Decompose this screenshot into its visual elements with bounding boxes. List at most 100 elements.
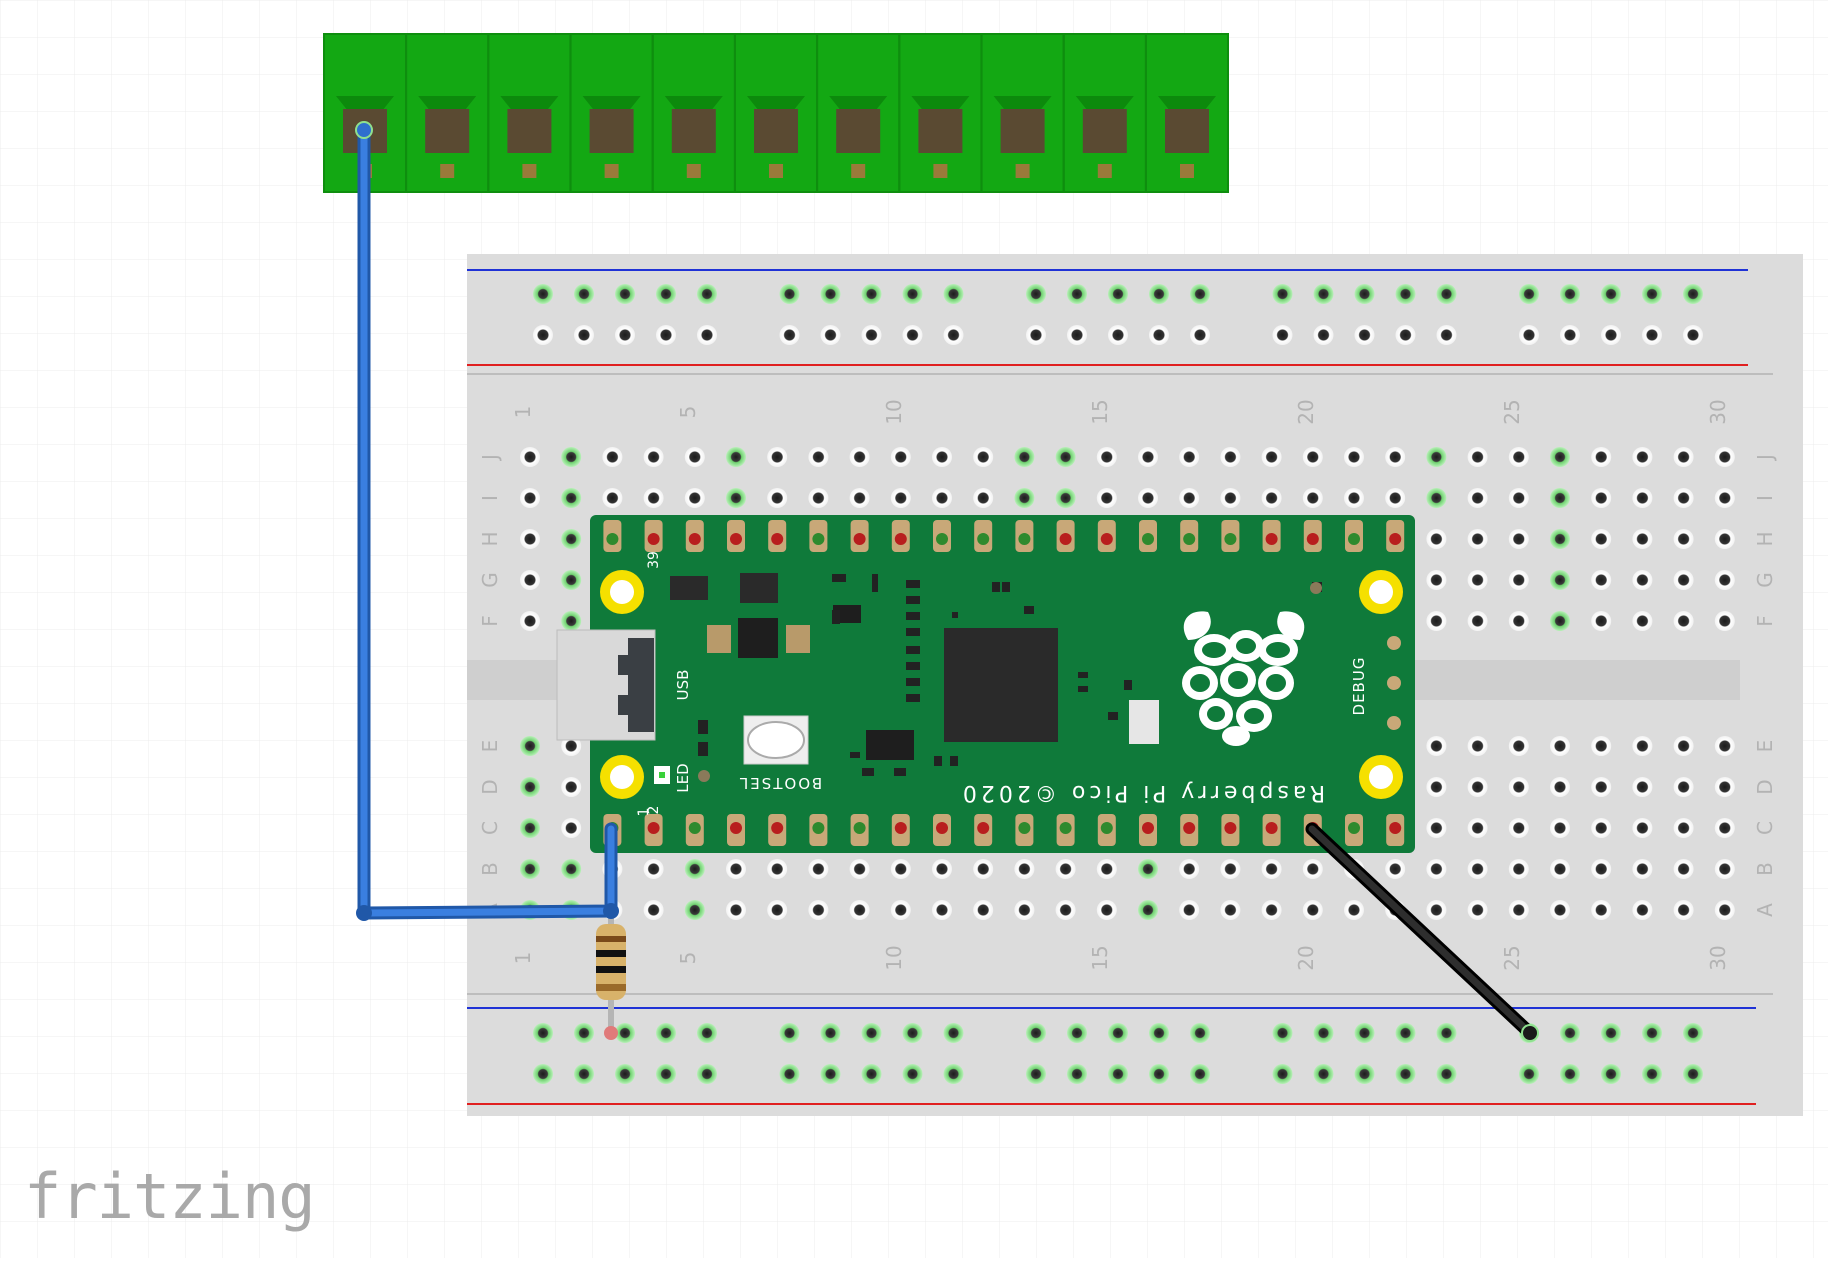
breadboard-hole[interactable] xyxy=(1385,488,1406,508)
breadboard-hole[interactable] xyxy=(849,447,870,467)
breadboard-hole[interactable] xyxy=(1138,900,1158,920)
breadboard-hole[interactable] xyxy=(1714,818,1735,838)
breadboard-hole[interactable] xyxy=(1714,529,1735,549)
rail-hole[interactable] xyxy=(533,1064,553,1084)
breadboard-hole[interactable] xyxy=(1261,859,1282,879)
breadboard-hole[interactable] xyxy=(932,900,952,920)
rail-hole[interactable] xyxy=(902,1023,923,1043)
rail-hole[interactable] xyxy=(1313,1064,1334,1084)
rail-hole[interactable] xyxy=(697,284,717,304)
terminal-screw[interactable] xyxy=(589,109,634,153)
breadboard-hole[interactable] xyxy=(1508,777,1529,797)
rail-hole[interactable] xyxy=(1436,1023,1457,1043)
rail-hole[interactable] xyxy=(1149,1023,1169,1043)
breadboard-hole[interactable] xyxy=(520,570,540,590)
breadboard-hole[interactable] xyxy=(1220,488,1241,508)
breadboard-hole[interactable] xyxy=(1467,736,1488,756)
rail-hole[interactable] xyxy=(1683,1064,1703,1084)
breadboard-hole[interactable] xyxy=(1138,488,1158,508)
breadboard-hole[interactable] xyxy=(1426,818,1447,838)
terminal-screw[interactable] xyxy=(918,109,963,153)
breadboard-hole[interactable] xyxy=(1632,529,1653,549)
breadboard-hole[interactable] xyxy=(1426,736,1447,756)
breadboard-hole[interactable] xyxy=(1632,488,1653,508)
breadboard-hole[interactable] xyxy=(1302,900,1323,920)
breadboard-hole[interactable] xyxy=(1344,447,1364,467)
rail-hole[interactable] xyxy=(779,325,800,345)
breadboard-hole[interactable] xyxy=(808,488,829,508)
rail-hole[interactable] xyxy=(615,1023,635,1043)
breadboard-hole[interactable] xyxy=(726,447,746,467)
breadboard-hole[interactable] xyxy=(1550,611,1570,631)
rail-hole[interactable] xyxy=(533,284,553,304)
breadboard-hole[interactable] xyxy=(1426,488,1447,508)
rail-hole[interactable] xyxy=(1436,1064,1457,1084)
breadboard-hole[interactable] xyxy=(726,488,746,508)
rail-hole[interactable] xyxy=(1067,284,1087,304)
rail-hole[interactable] xyxy=(656,284,676,304)
rail-hole[interactable] xyxy=(1354,1023,1375,1043)
breadboard-hole[interactable] xyxy=(1096,447,1117,467)
breadboard-hole[interactable] xyxy=(1467,900,1488,920)
breadboard-hole[interactable] xyxy=(520,736,540,756)
rail-hole[interactable] xyxy=(1436,284,1457,304)
terminal-screw[interactable] xyxy=(507,109,552,153)
terminal-screw[interactable] xyxy=(1000,109,1045,153)
rail-hole[interactable] xyxy=(574,284,594,304)
breadboard-hole[interactable] xyxy=(1508,736,1529,756)
breadboard-hole[interactable] xyxy=(1550,488,1570,508)
breadboard-hole[interactable] xyxy=(520,529,540,549)
breadboard-hole[interactable] xyxy=(1714,736,1735,756)
breadboard-hole[interactable] xyxy=(1261,447,1282,467)
rail-hole[interactable] xyxy=(1272,325,1293,345)
rail-hole[interactable] xyxy=(1354,1064,1375,1084)
breadboard-hole[interactable] xyxy=(561,736,582,756)
rail-hole[interactable] xyxy=(574,1023,594,1043)
breadboard-hole[interactable] xyxy=(808,859,829,879)
rail-hole[interactable] xyxy=(697,1064,717,1084)
rail-hole[interactable] xyxy=(1067,1064,1087,1084)
breadboard-hole[interactable] xyxy=(684,859,705,879)
breadboard-hole[interactable] xyxy=(1550,529,1570,549)
rail-hole[interactable] xyxy=(1519,325,1539,345)
rail-hole[interactable] xyxy=(1108,1064,1128,1084)
rail-hole[interactable] xyxy=(1026,325,1046,345)
rail-hole[interactable] xyxy=(615,1064,635,1084)
breadboard-hole[interactable] xyxy=(1220,859,1241,879)
breadboard-hole[interactable] xyxy=(1550,736,1570,756)
rail-hole[interactable] xyxy=(1519,284,1539,304)
breadboard-hole[interactable] xyxy=(1714,570,1735,590)
rail-hole[interactable] xyxy=(1560,1064,1580,1084)
breadboard-hole[interactable] xyxy=(1426,447,1447,467)
rail-hole[interactable] xyxy=(1313,284,1334,304)
breadboard-hole[interactable] xyxy=(561,859,582,879)
breadboard-hole[interactable] xyxy=(520,447,540,467)
breadboard-hole[interactable] xyxy=(1591,488,1612,508)
breadboard-hole[interactable] xyxy=(1467,447,1488,467)
rail-hole[interactable] xyxy=(902,325,923,345)
rail-hole[interactable] xyxy=(1395,1064,1416,1084)
breadboard-hole[interactable] xyxy=(1096,859,1117,879)
breadboard-hole[interactable] xyxy=(1673,736,1694,756)
breadboard-hole[interactable] xyxy=(767,859,788,879)
breadboard-hole[interactable] xyxy=(520,777,540,797)
breadboard-hole[interactable] xyxy=(1426,611,1447,631)
rail-hole[interactable] xyxy=(1026,1064,1046,1084)
breadboard-hole[interactable] xyxy=(561,777,582,797)
rail-hole[interactable] xyxy=(1026,1023,1046,1043)
rail-hole[interactable] xyxy=(1313,1023,1334,1043)
rail-hole[interactable] xyxy=(1026,284,1046,304)
breadboard-hole[interactable] xyxy=(602,488,623,508)
breadboard-hole[interactable] xyxy=(1673,447,1694,467)
rail-hole[interactable] xyxy=(1190,284,1210,304)
breadboard-hole[interactable] xyxy=(1673,529,1694,549)
breadboard-hole[interactable] xyxy=(808,447,829,467)
breadboard-hole[interactable] xyxy=(1591,447,1612,467)
rail-hole[interactable] xyxy=(861,1023,882,1043)
breadboard-hole[interactable] xyxy=(849,488,870,508)
breadboard-hole[interactable] xyxy=(1550,570,1570,590)
breadboard-hole[interactable] xyxy=(520,818,540,838)
breadboard-hole[interactable] xyxy=(561,818,582,838)
breadboard-hole[interactable] xyxy=(1714,611,1735,631)
breadboard-hole[interactable] xyxy=(1344,488,1364,508)
